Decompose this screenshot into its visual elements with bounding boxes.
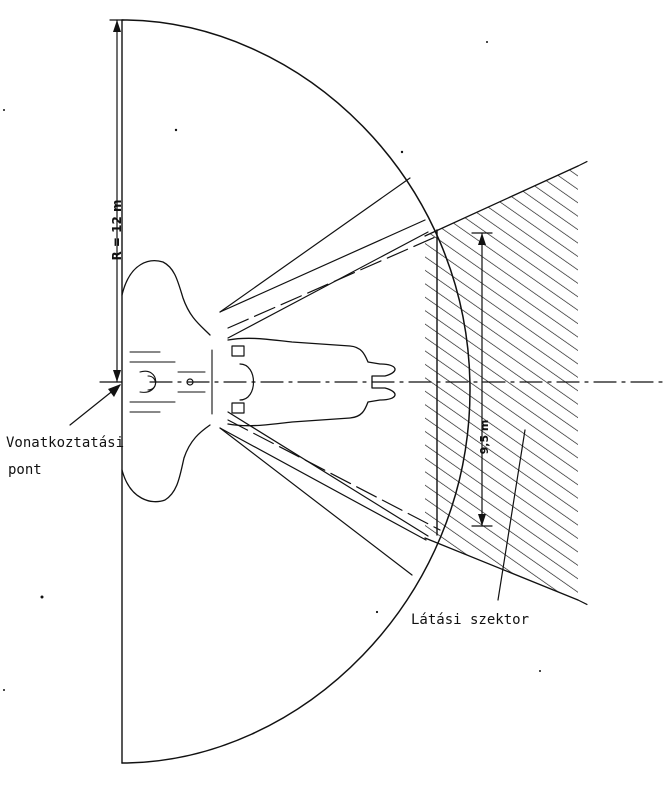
scan-specks xyxy=(3,41,541,691)
sector-leader xyxy=(497,429,526,601)
radius-arc xyxy=(121,19,471,764)
width-label: 9,5 m xyxy=(478,420,491,455)
width-dimension xyxy=(471,232,493,527)
radius-label: R = 12 m xyxy=(110,199,124,260)
vehicle-outline xyxy=(121,260,396,503)
sight-sector xyxy=(424,159,591,607)
radius-dimension xyxy=(99,19,125,383)
reference-point-label-line2: pont xyxy=(8,462,42,478)
sector-label: Látási szektor xyxy=(411,612,529,628)
vision-rays xyxy=(219,177,441,576)
reference-point-label-line1: Vonatkoztatási xyxy=(6,435,124,451)
